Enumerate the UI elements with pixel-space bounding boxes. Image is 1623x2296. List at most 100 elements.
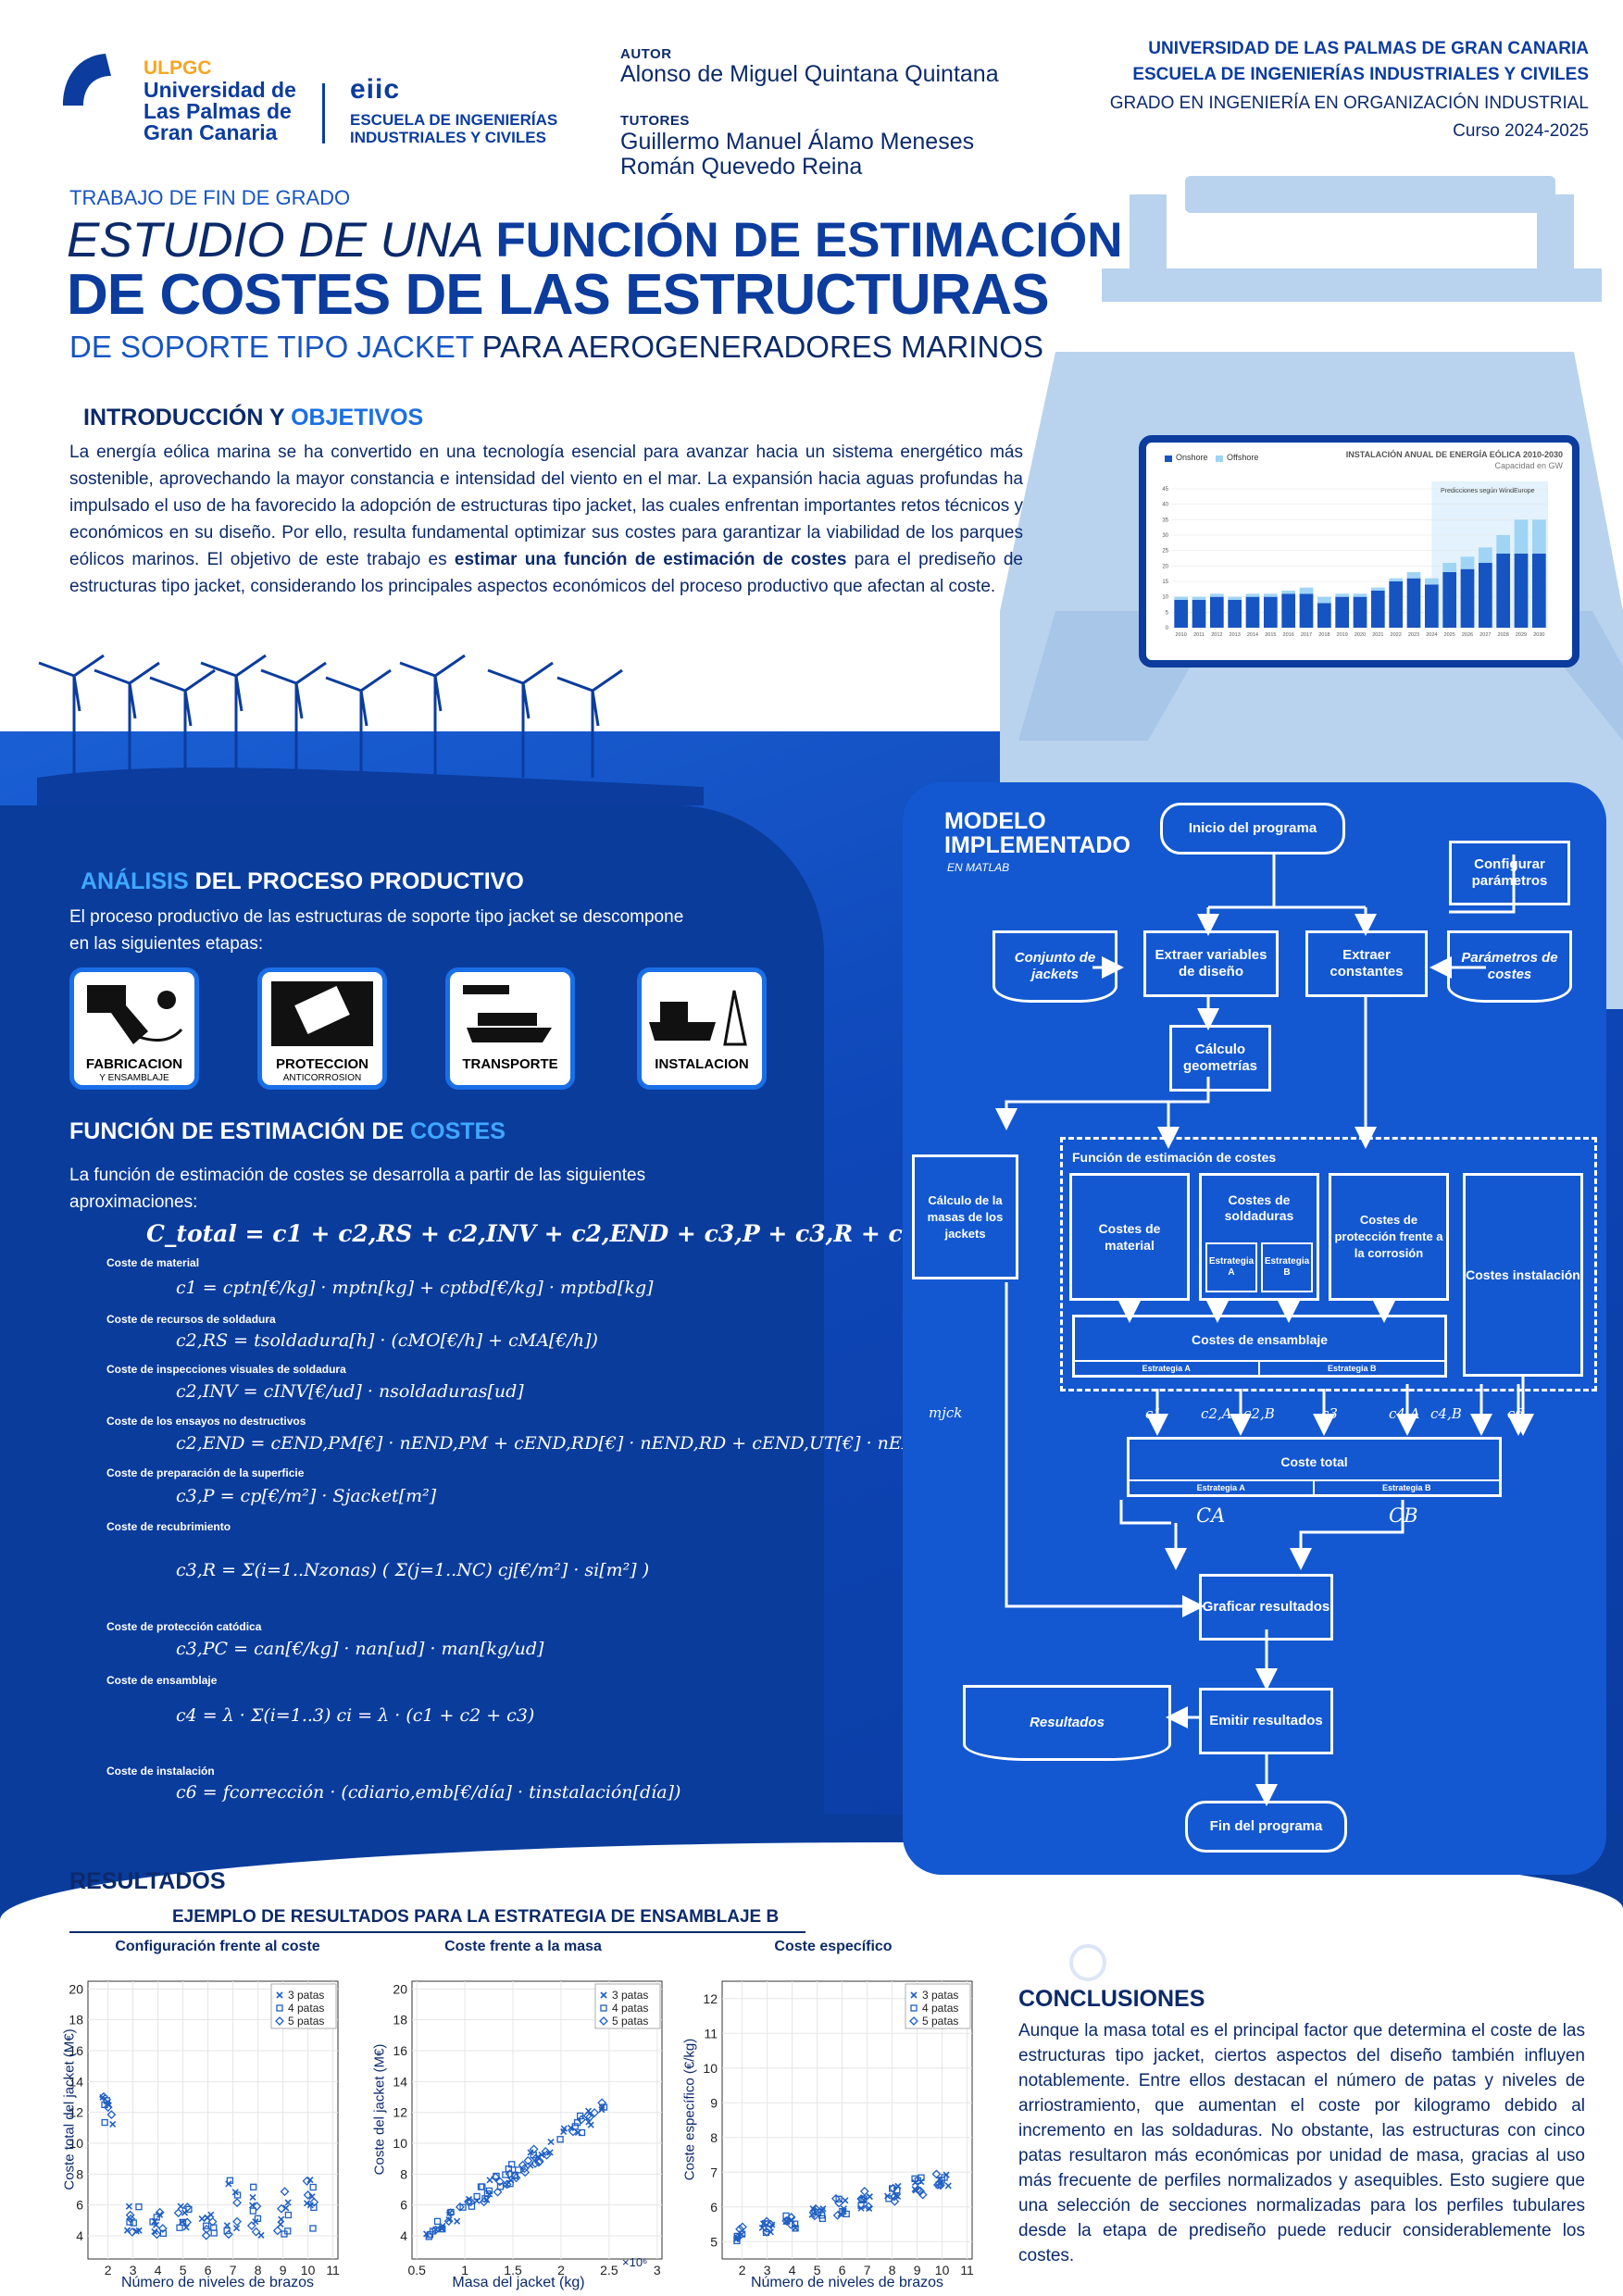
point-3-patas <box>453 2217 461 2225</box>
plot-ytick: 18 <box>69 2013 83 2028</box>
wind-xtick: 2010 <box>1176 632 1187 638</box>
bar-onshore <box>1478 563 1492 628</box>
flow-material-cost: Costes de material <box>1069 1173 1190 1301</box>
point-4-patas <box>101 2118 108 2127</box>
plot-xtick: 5 <box>180 2263 187 2277</box>
point-5-patas <box>103 2103 113 2113</box>
plot-2-xexp: ×10⁶ <box>622 2255 648 2269</box>
point-5-patas <box>890 2196 900 2206</box>
label-c4b: c4,B <box>1430 1405 1462 1422</box>
turbine-blade <box>129 661 160 685</box>
turbine-blade <box>184 668 216 693</box>
turbine-blade <box>73 654 105 678</box>
turbine-blade <box>128 682 137 719</box>
point-3-patas <box>788 2216 795 2224</box>
bar-onshore <box>1389 581 1404 628</box>
plot-ytick: 20 <box>393 1981 407 1996</box>
point-4-patas <box>835 2195 843 2202</box>
bar-onshore <box>1209 596 1224 628</box>
point-5-patas <box>577 2115 586 2125</box>
point-5-patas <box>431 2225 441 2235</box>
point-3-patas <box>132 2227 140 2235</box>
formula-equation: c2,RS = tsoldadura[h] · (cMO[€/h] + cMA[… <box>176 1330 598 1351</box>
bar-onshore <box>1460 568 1475 628</box>
legend-label: 5 patas <box>922 2015 958 2028</box>
plot-xtick: 3 <box>654 2263 661 2277</box>
point-5-patas <box>251 2227 261 2237</box>
model-subheading: EN MATLAB <box>947 861 1010 874</box>
plot-2-xlabel: Masa del jacket (kg) <box>452 2275 585 2290</box>
point-4-patas <box>459 2203 467 2211</box>
wind-xtick: 2023 <box>1408 632 1419 638</box>
bar-offshore <box>1406 572 1421 579</box>
formula-label: Coste de protección catódica <box>106 1620 262 1633</box>
plot-ytick: 8 <box>76 2166 83 2181</box>
point-4-patas <box>101 2101 108 2109</box>
legend-label: 3 patas <box>612 1989 648 2002</box>
flow-cost-function-label: Función de estimación de costes <box>1072 1150 1277 1165</box>
point-4-patas <box>254 2215 262 2223</box>
plot-xtick: 9 <box>914 2263 921 2277</box>
point-4-patas <box>483 2190 492 2198</box>
point-5-patas <box>126 2214 136 2224</box>
label-CA: CA <box>1196 1504 1226 1527</box>
ulpgc-short: ULPGC <box>144 57 212 79</box>
point-4-patas <box>762 2228 770 2237</box>
turbine-blade <box>359 690 368 727</box>
point-3-patas <box>445 2216 453 2224</box>
wind-ytick: 25 <box>1162 549 1168 555</box>
card-transporte: TRANSPORTE <box>445 967 575 1090</box>
results-heading: RESULTADOS <box>69 1868 226 1894</box>
plot-xtick: 0.5 <box>407 2263 426 2277</box>
point-4-patas <box>502 2171 509 2178</box>
turbine-blade <box>591 690 600 727</box>
wind-xtick: 2014 <box>1247 632 1258 638</box>
wind-ytick: 40 <box>1162 503 1168 508</box>
turbine-blade <box>325 676 362 693</box>
eiic-logo: eiic <box>350 74 401 105</box>
bar-onshore <box>1406 578 1421 628</box>
title-line-3: DE SOPORTE TIPO JACKET PARA AEROGENERADO… <box>69 330 1043 364</box>
tutor-1: Guillermo Manuel Álamo Meneses <box>620 129 975 155</box>
plot-ytick: 8 <box>400 2166 407 2181</box>
bar-offshore <box>1335 593 1350 597</box>
legend-marker-3 <box>910 1991 918 1999</box>
legend-label: 4 patas <box>922 2002 958 2015</box>
plot-xtick: 11 <box>960 2263 974 2277</box>
bar-onshore <box>1174 600 1189 628</box>
flow-results-doc: Resultados <box>963 1685 1171 1761</box>
plot-ytick: 12 <box>393 2105 407 2120</box>
wind-xtick: 2025 <box>1444 632 1455 638</box>
point-4-patas <box>814 2208 822 2216</box>
point-4-patas <box>203 2222 210 2229</box>
turbine-blade <box>360 668 392 693</box>
plot-ytick: 12 <box>703 1991 718 2006</box>
flow-protection-cost: Costes de protección frente a la corrosi… <box>1329 1173 1449 1301</box>
point-5-patas <box>932 2180 943 2190</box>
wind-xtick: 2030 <box>1533 632 1544 638</box>
plot-1-ylabel: Coste total del jacket (M€) <box>61 2028 78 2190</box>
formula-label: Coste de preparación de la superficie <box>106 1466 305 1479</box>
bar-onshore <box>1245 596 1260 628</box>
point-5-patas <box>518 2160 528 2170</box>
point-3-patas <box>842 2197 849 2204</box>
plot-1-title: Configuración frente al coste <box>115 1939 320 1954</box>
wind-xtick: 2015 <box>1265 632 1276 638</box>
point-3-patas <box>181 2209 189 2216</box>
wind-ytick: 5 <box>1166 610 1169 616</box>
wind-chart-panel: Onshore Offshore INSTALACIÓN ANUAL DE EN… <box>1139 435 1579 668</box>
wind-xtick: 2029 <box>1516 632 1527 638</box>
turbine-blade <box>521 682 531 719</box>
point-5-patas <box>502 2179 512 2190</box>
point-3-patas <box>182 2224 190 2231</box>
process-heading: ANÁLISIS DEL PROCESO PRODUCTIVO <box>81 868 524 894</box>
flow-plot-results: Graficar resultados <box>1199 1574 1333 1641</box>
formula-equation: c1 = cptn[€/kg] · mptn[kg] + cptbd[€/kg]… <box>176 1278 654 1298</box>
bar-offshore <box>1460 556 1475 569</box>
label-m-jck: mjck <box>929 1404 963 1421</box>
point-5-patas <box>520 2167 531 2177</box>
label-c3: c3 <box>1321 1405 1338 1422</box>
point-5-patas <box>864 2202 874 2212</box>
point-4-patas <box>159 2229 168 2237</box>
plot-3-title: Coste específico <box>774 1939 893 1954</box>
